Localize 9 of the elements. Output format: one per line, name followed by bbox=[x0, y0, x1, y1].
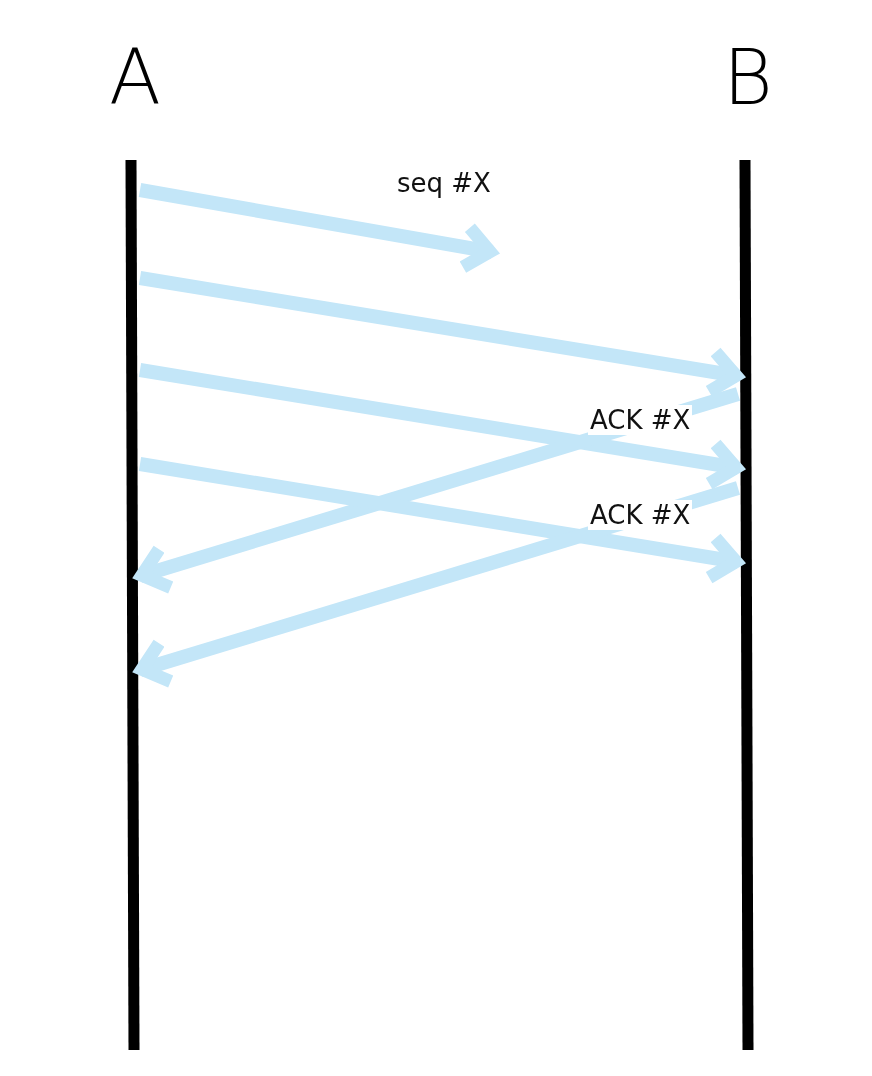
message-arrow bbox=[138, 183, 497, 274]
message-arrow bbox=[138, 363, 743, 491]
edge-label: ACK #X bbox=[588, 500, 693, 530]
participant-label: A bbox=[108, 38, 162, 118]
message-arrow bbox=[135, 387, 741, 595]
edge-label: ACK #X bbox=[588, 405, 693, 435]
message-arrow bbox=[135, 481, 741, 689]
participant-label: B bbox=[722, 38, 774, 118]
message-arrow bbox=[138, 457, 743, 585]
